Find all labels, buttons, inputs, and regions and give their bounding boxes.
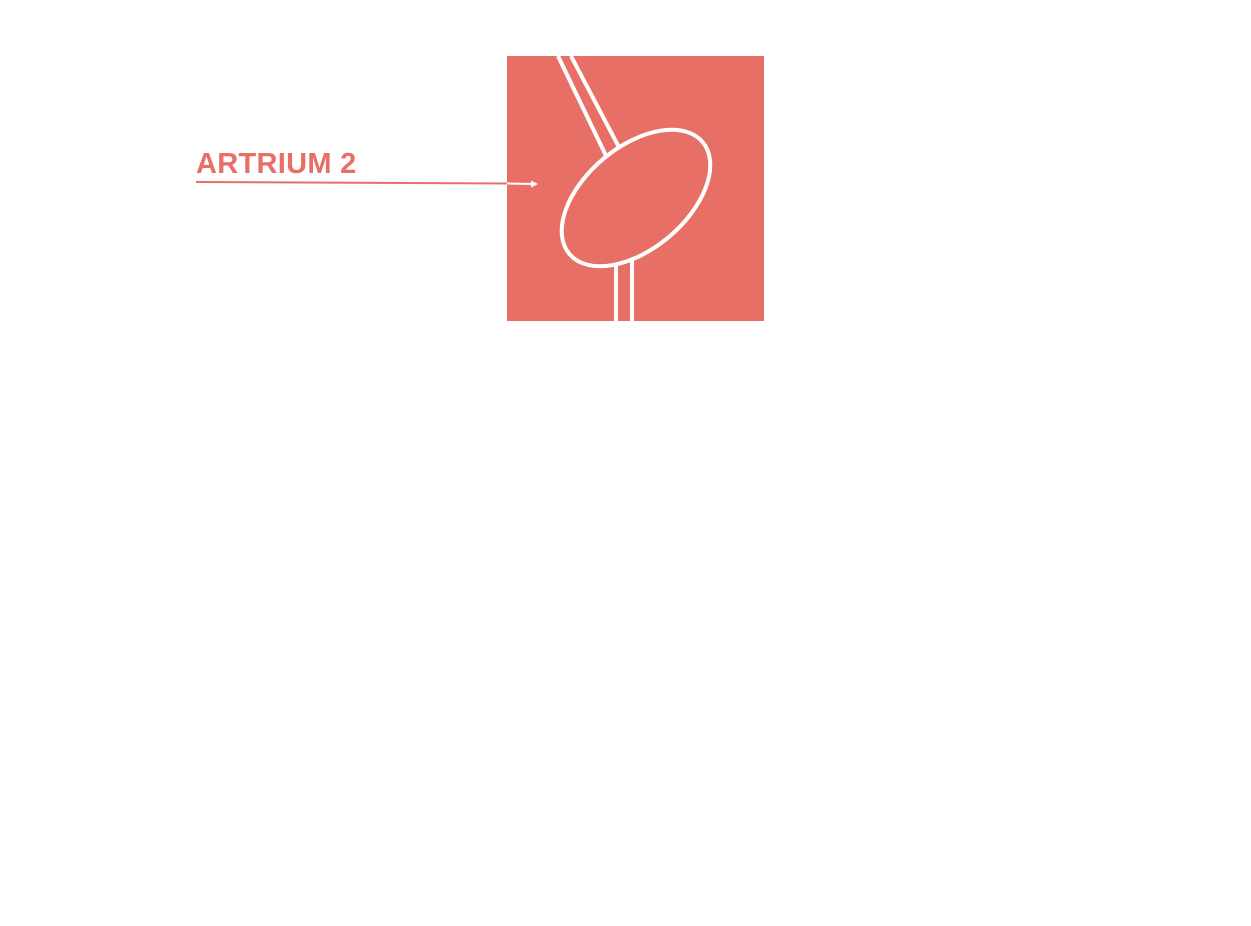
artrium-label: ARTRIUM 2 [196,148,357,180]
upper-tube [556,55,624,163]
lower-tube [614,255,634,321]
artrium-chamber [559,127,713,269]
callout-leader-line [195,181,508,185]
callout-arrowhead [531,180,538,188]
callout-leader-line-inner [506,182,534,185]
